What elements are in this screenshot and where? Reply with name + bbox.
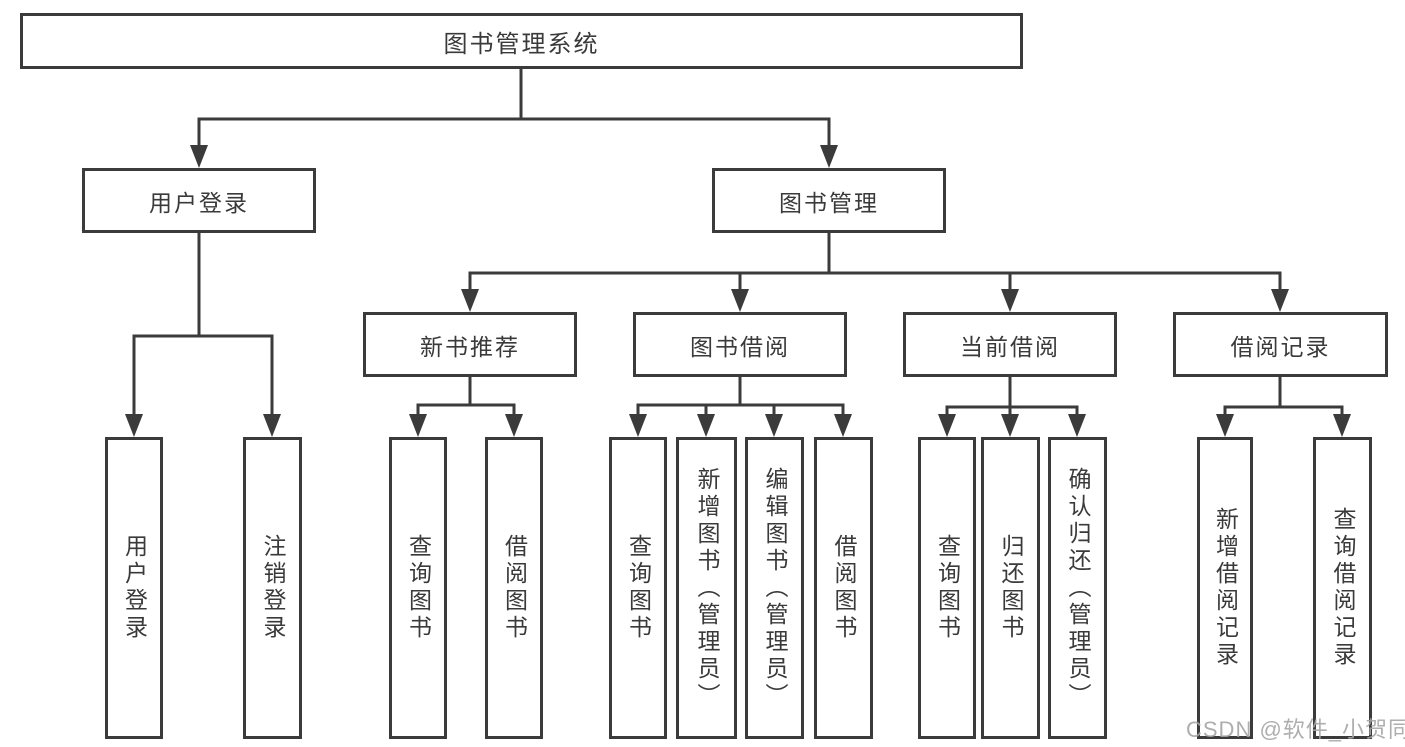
node-label: 用户登录 bbox=[121, 534, 148, 642]
connector-level2-rail bbox=[197, 117, 831, 150]
node-book-management: 图书管理 bbox=[712, 168, 946, 233]
connector-rail bbox=[945, 405, 1079, 419]
node-label: 新增图书（管理员） bbox=[694, 466, 720, 710]
node-label: 图书管理系统 bbox=[443, 30, 600, 58]
connector-rail bbox=[416, 403, 516, 419]
node-new-book-recommend: 新书推荐 bbox=[363, 312, 577, 377]
arrowhead bbox=[820, 145, 838, 168]
node-return-books: 归还图书 bbox=[981, 437, 1040, 739]
node-label: 确认归还（管理员） bbox=[1065, 466, 1091, 710]
node-label: 当前借阅 bbox=[960, 333, 1060, 360]
node-label: 图书管理 bbox=[779, 189, 879, 216]
arrowhead bbox=[1271, 289, 1289, 312]
arrowhead bbox=[834, 414, 852, 437]
node-borrowing-borrow-books: 借阅图书 bbox=[814, 437, 873, 739]
connector-rail bbox=[1223, 405, 1344, 419]
node-logout: 注销登录 bbox=[243, 437, 302, 739]
node-add-borrow-record: 新增借阅记录 bbox=[1197, 437, 1253, 739]
arrowhead bbox=[697, 414, 715, 437]
connector-user-rail bbox=[132, 334, 274, 417]
arrowhead bbox=[731, 289, 749, 312]
node-label: 用户登录 bbox=[149, 189, 249, 216]
arrowhead bbox=[1216, 414, 1234, 437]
arrowhead bbox=[1001, 414, 1019, 437]
connector-rail bbox=[636, 403, 845, 419]
node-label: 查询图书 bbox=[625, 534, 652, 642]
arrowhead bbox=[125, 414, 143, 437]
node-label: 查询图书 bbox=[405, 534, 432, 642]
arrowhead bbox=[505, 414, 523, 437]
node-edit-books-admin: 编辑图书（管理员） bbox=[745, 437, 804, 739]
arrowhead bbox=[938, 414, 956, 437]
node-root: 图书管理系统 bbox=[20, 13, 1023, 69]
node-borrowing-query-books: 查询图书 bbox=[609, 437, 667, 739]
arrowhead bbox=[1001, 289, 1019, 312]
node-label: 查询图书 bbox=[934, 534, 961, 642]
node-label: 注销登录 bbox=[260, 534, 286, 642]
node-label: 借阅记录 bbox=[1230, 333, 1331, 360]
node-label: 图书借阅 bbox=[690, 333, 790, 360]
node-user-login-branch: 用户登录 bbox=[82, 168, 316, 233]
node-label: 新书推荐 bbox=[420, 333, 520, 360]
node-label: 编辑图书（管理员） bbox=[762, 466, 788, 710]
arrowhead bbox=[1333, 414, 1351, 437]
node-current-query-books: 查询图书 bbox=[918, 437, 976, 739]
node-label: 归还图书 bbox=[998, 534, 1024, 642]
node-book-borrowing: 图书借阅 bbox=[633, 312, 847, 377]
node-recommend-borrow-books: 借阅图书 bbox=[485, 437, 543, 739]
arrowhead bbox=[190, 145, 208, 168]
watermark: CSDN @软件_小贺同学 bbox=[1186, 717, 1405, 742]
arrowhead bbox=[409, 414, 427, 437]
arrowhead bbox=[263, 414, 281, 437]
node-recommend-query-books: 查询图书 bbox=[389, 437, 447, 739]
node-label: 借阅图书 bbox=[501, 534, 528, 642]
node-borrowing-records: 借阅记录 bbox=[1173, 312, 1388, 377]
arrowhead bbox=[1068, 414, 1086, 437]
node-confirm-return-admin: 确认归还（管理员） bbox=[1048, 437, 1107, 739]
node-label: 查询借阅记录 bbox=[1330, 507, 1356, 669]
node-current-borrowing: 当前借阅 bbox=[903, 312, 1117, 377]
arrowhead bbox=[765, 414, 783, 437]
arrowhead bbox=[461, 289, 479, 312]
connector-sections-rail bbox=[468, 271, 1282, 294]
node-add-books-admin: 新增图书（管理员） bbox=[676, 437, 737, 739]
node-label: 新增借阅记录 bbox=[1212, 507, 1239, 669]
arrowhead bbox=[629, 414, 647, 437]
node-label: 借阅图书 bbox=[831, 534, 857, 642]
node-query-borrow-record: 查询借阅记录 bbox=[1313, 437, 1372, 739]
node-user-login: 用户登录 bbox=[105, 437, 163, 739]
